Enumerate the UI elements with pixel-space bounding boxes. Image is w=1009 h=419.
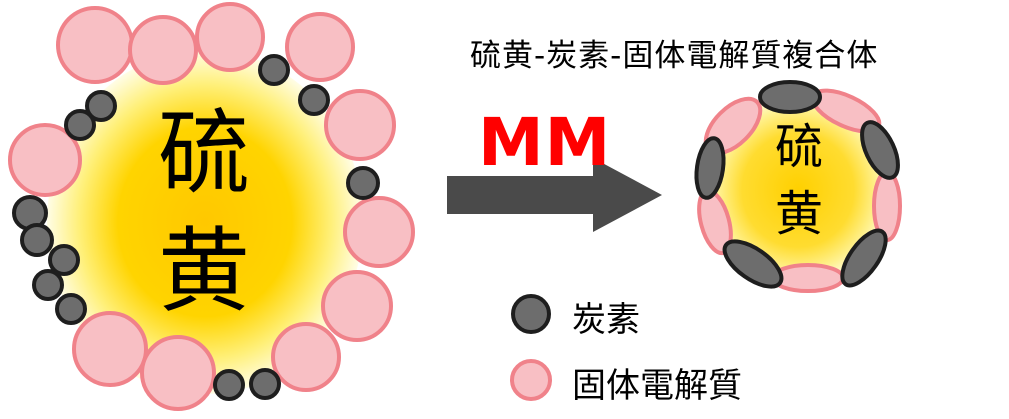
carbon-particle [860,120,900,180]
electrolyte-particle [321,270,393,342]
carbon-particle [32,269,64,301]
carbon-particle [249,368,281,400]
electrolyte-particle [72,311,148,387]
large-electrolyte-group [8,2,415,411]
carbon-particle [258,54,290,86]
large-carbon-group [12,54,380,401]
carbon-particle [213,369,245,401]
carbon-particle [64,109,96,141]
small-sulfur-char-top: 硫 [775,119,824,175]
carbon-particle [722,239,784,289]
small-sulfur-core [705,95,891,285]
electrolyte-particle [324,89,396,161]
carbon-particle [840,228,888,288]
electrolyte-particle [56,6,134,84]
small-carbon-group [694,80,900,289]
carbon-particle [55,293,87,325]
large-sulfur-char-top: 硫 [158,100,251,207]
carbon-legend-icon [511,294,551,334]
electrolyte-particle [140,335,216,411]
electrolyte-particle [8,123,82,197]
electrolyte-legend-label: 固体電解質 [572,366,742,406]
carbon-particle [20,223,54,257]
electrolyte-particle [285,12,355,82]
carbon-particle [298,84,330,116]
large-sulfur-core [47,50,363,394]
carbon-legend-label: 炭素 [572,300,640,340]
electrolyte-particle [771,263,845,293]
electrolyte-legend-icon [510,359,552,401]
electrolyte-particle [195,2,265,72]
small-sulfur-char-bottom: 黄 [775,186,824,242]
carbon-particle [48,244,80,276]
electrolyte-particle [343,196,415,268]
carbon-particle [85,90,117,122]
electrolyte-particle [271,322,341,392]
electrolyte-particle [128,15,198,85]
large-sulfur-char-bottom: 黄 [158,218,251,325]
carbon-particle [694,136,726,200]
carbon-particle [346,166,380,200]
composite-title: 硫黄-炭素-固体電解質複合体 [470,38,879,74]
carbon-particle [758,80,822,114]
process-arrow [447,158,662,232]
process-label: MM [478,104,612,181]
